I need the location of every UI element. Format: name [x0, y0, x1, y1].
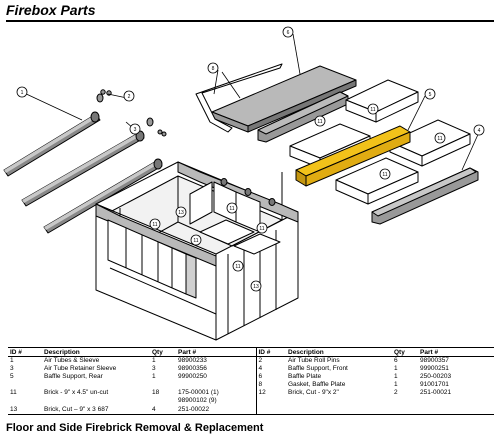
callout-3: 3 [134, 127, 137, 133]
header-id: ID # [8, 347, 42, 357]
table-cell [286, 406, 392, 415]
table-cell [42, 381, 150, 389]
table-cell: Brick, Cut – 9" x 3 687 [42, 406, 150, 415]
section-heading: Floor and Side Firebrick Removal & Repla… [6, 422, 264, 434]
header-qty: Qty [150, 347, 176, 357]
table-cell: 250-00203 [420, 373, 452, 380]
callout-11-e: 11 [229, 206, 234, 212]
baffle-gasket [195, 63, 283, 133]
callout-2: 2 [128, 94, 131, 100]
callout-6: 6 [287, 30, 290, 36]
table-cell: 99900250 [178, 373, 207, 380]
callout-1: 1 [21, 90, 24, 96]
table-cell: 8 [255, 381, 286, 389]
callout-11-d: 11 [382, 172, 387, 178]
table-cell [176, 381, 256, 389]
table-cell: 91001701 [420, 381, 449, 388]
air-tubes [3, 93, 163, 234]
table-cell: 1 [394, 373, 398, 380]
table-cell: 6 [255, 373, 286, 381]
table-cell [8, 381, 42, 389]
table-cell: 3 [10, 365, 14, 372]
table-cell: 1 [10, 357, 14, 364]
callout-11-c: 11 [437, 136, 442, 142]
callout-11-i: 11 [152, 222, 157, 228]
callout-13-b: 13 [253, 284, 259, 290]
table-cell: 2 [394, 389, 398, 396]
table-cell: Baffle Support, Rear [44, 373, 103, 380]
header-qty-2: Qty [392, 347, 418, 357]
table-cell: Air Tube Retainer Sleeve [44, 365, 117, 372]
table-cell: 251-00022 [176, 406, 256, 415]
table-cell: 5 [10, 373, 14, 380]
baffle-support-highlight [295, 125, 411, 187]
table-cell: 98900356 [178, 365, 207, 372]
table-cell: 1 [394, 365, 398, 372]
table-cell: 6 [394, 357, 398, 364]
table-cell: 175-00001 (1) 98900102 (9) [178, 389, 219, 404]
table-header-row: ID # Description Qty Part # ID # Descrip… [8, 347, 494, 357]
table-cell [150, 381, 176, 389]
table-cell: Air Tube Roll Pins [288, 357, 340, 364]
callout-11-f: 11 [259, 226, 264, 232]
callout-4: 4 [478, 128, 481, 134]
firebox-parts-diagram: 1 2 3 4 5 6 8 11 11 11 11 13 11 11 11 11… [3, 26, 485, 341]
table-cell [418, 406, 494, 415]
parts-table: ID # Description Qty Part # ID # Descrip… [8, 347, 494, 415]
callouts [16, 26, 485, 292]
table-cell: 4 [255, 365, 286, 373]
table-cell: 251-00021 [420, 389, 452, 396]
callout-11-h: 11 [235, 264, 240, 270]
table-cell: 98900357 [420, 357, 449, 364]
table-cell: 99900251 [420, 365, 449, 372]
table-cell: 18 [152, 389, 160, 396]
table-cell: 1 [152, 357, 156, 364]
title-rule [6, 20, 494, 22]
table-cell [392, 406, 418, 415]
table-cell: 98900233 [178, 357, 207, 364]
header-part: Part # [176, 347, 256, 357]
callout-11-g: 11 [193, 238, 198, 244]
header-description: Description [42, 347, 150, 357]
table-row: 11 Brick - 9" x 4.5" un-cut 18 175-00001 (1… [8, 389, 494, 406]
table-cell: Baffle Plate [288, 373, 322, 380]
table-cell: 12 [255, 389, 286, 406]
page-title: Firebox Parts [6, 2, 96, 18]
header-id-2: ID # [255, 347, 286, 357]
table-cell: Baffle Support, Front [288, 365, 348, 372]
header-description-2: Description [286, 347, 392, 357]
firebox-body [95, 161, 299, 341]
table-cell: 13 [8, 406, 42, 415]
callout-11-b: 11 [317, 119, 322, 125]
callout-13-a: 13 [178, 210, 184, 216]
table-cell: 1 [152, 373, 156, 380]
table-cell: 11 [10, 389, 17, 396]
table-cell: Brick - 9" x 4.5" un-cut [44, 389, 109, 396]
callout-5: 5 [429, 92, 432, 98]
table-cell: 3 [152, 365, 156, 372]
table-cell: 4 [150, 406, 176, 415]
table-cell: Air Tubes & Sleeve [44, 357, 100, 364]
table-cell: 2 [255, 356, 286, 365]
table-cell [255, 406, 286, 415]
table-cell: Gasket, Baffle Plate [288, 381, 346, 388]
header-part-2: Part # [418, 347, 494, 357]
callout-11-a: 11 [370, 107, 375, 113]
callout-8: 8 [212, 66, 215, 72]
table-cell: Brick, Cut - 9"x 2" [288, 389, 339, 396]
table-cell: 1 [394, 381, 398, 388]
